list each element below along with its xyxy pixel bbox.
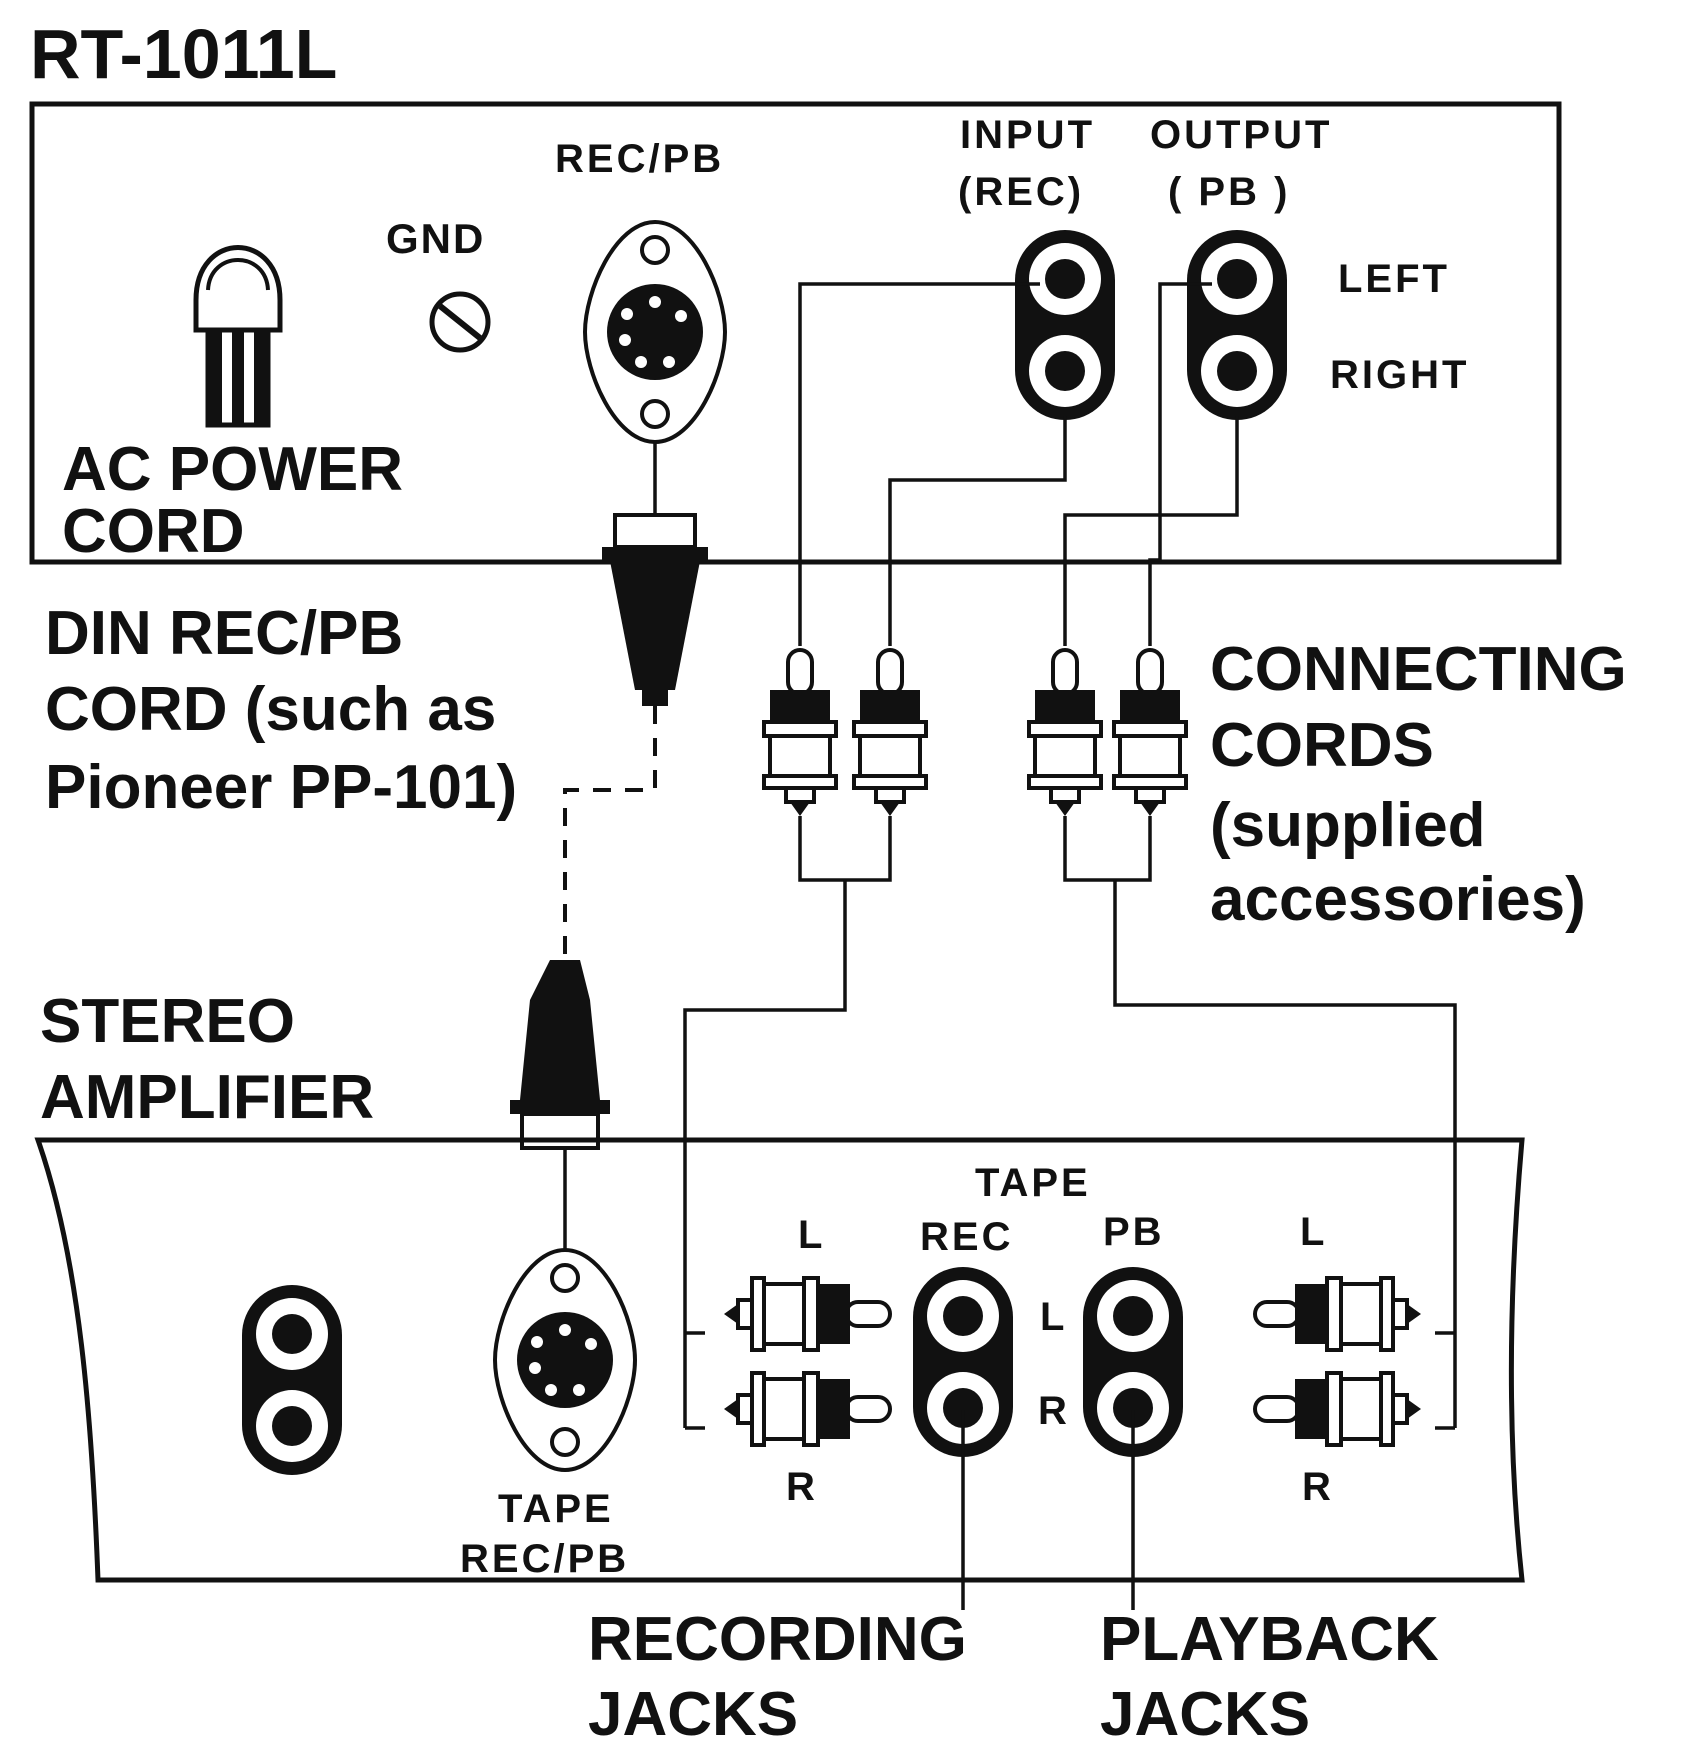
ac-power-plug-icon [193, 245, 283, 428]
recorder-panel: AC POWER CORD GND REC/PB INPUT (REC) OUT… [29, 101, 1562, 566]
gnd-screw-icon [429, 291, 491, 353]
gnd-label: GND [386, 215, 485, 262]
tape-label: TAPE [975, 1161, 1091, 1205]
rca-plug-rec-l [762, 648, 838, 818]
connecting-cords-upper-wiring [798, 282, 1239, 646]
amplifier-title-1: STEREO [40, 987, 295, 1056]
amp-rca-plug-rec-l [722, 1276, 892, 1352]
amplifier-panel: TAPE REC/PB TAPE REC PB L R L R L R [34, 1137, 1525, 1610]
model-title: RT-1011L [30, 15, 337, 93]
recording-jacks-label-1: RECORDING [588, 1605, 967, 1674]
din-cord-label-3: Pioneer PP-101) [45, 753, 517, 822]
output-label: OUTPUT [1150, 113, 1332, 157]
ac-power-cord-label-1: AC POWER [62, 435, 403, 504]
left-label: LEFT [1338, 257, 1450, 301]
connecting-cords-label-2: CORDS [1210, 711, 1434, 780]
ac-power-cord-label-2: CORD [62, 497, 245, 566]
right-label: RIGHT [1330, 353, 1469, 397]
output-jack-pair [1187, 230, 1287, 420]
output-sub-label: ( PB ) [1168, 170, 1290, 214]
playback-jacks-label-2: JACKS [1100, 1680, 1310, 1742]
rca-plug-rec-r [852, 648, 928, 818]
pb-label: PB [1103, 1210, 1165, 1254]
recording-jacks-label-2: JACKS [588, 1680, 798, 1742]
amp-din-socket-icon [493, 1248, 637, 1472]
input-jack-pair [1015, 230, 1115, 420]
rca-plug-pb-l [1027, 648, 1103, 818]
din-cord-label-2: CORD (such as [45, 675, 496, 744]
rec-plug-r-label: R [786, 1465, 818, 1509]
amp-aux-jack-pair [242, 1285, 342, 1475]
amp-rca-plug-rec-r [722, 1371, 892, 1447]
jack-l-label: L [1040, 1295, 1067, 1339]
rca-plug-pb-r [1112, 648, 1188, 818]
din-cord [510, 442, 708, 1250]
amp-rca-plug-pb-l [1255, 1278, 1421, 1350]
connecting-cords-lower-wiring [683, 816, 1457, 1430]
jack-r-label: R [1038, 1389, 1070, 1433]
rec-label: REC [920, 1215, 1013, 1259]
amp-rca-plug-pb-r [1255, 1373, 1421, 1445]
pb-plug-r-label: R [1302, 1465, 1334, 1509]
tape-rec-pb-label-1: TAPE [498, 1487, 614, 1531]
input-sub-label: (REC) [958, 170, 1084, 214]
tape-rec-pb-label-2: REC/PB [460, 1537, 629, 1581]
din-socket-icon [583, 220, 727, 444]
rec-pb-label: REC/PB [555, 137, 724, 181]
connecting-cords-label-1: CONNECTING [1210, 635, 1627, 704]
rec-plug-l-label: L [798, 1213, 825, 1257]
din-cord-label-1: DIN REC/PB [45, 599, 403, 668]
connecting-cords-label-4: accessories) [1210, 865, 1586, 934]
amplifier-title-2: AMPLIFIER [40, 1063, 374, 1132]
pb-plug-l-label: L [1300, 1210, 1327, 1254]
playback-jacks-label-1: PLAYBACK [1100, 1605, 1439, 1674]
connecting-cords-label-3: (supplied [1210, 791, 1486, 860]
input-label: INPUT [960, 113, 1095, 157]
